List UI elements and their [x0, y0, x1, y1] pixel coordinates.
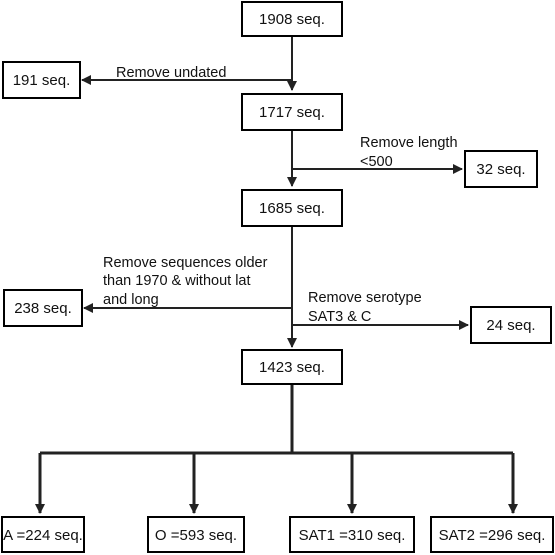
note-remove-length-line1: Remove length: [360, 135, 458, 151]
box-1908-label: 1908 seq.: [259, 11, 325, 28]
box-A-label: A =224 seq.: [3, 527, 83, 544]
box-24: 24 seq.: [470, 306, 552, 344]
box-1717-label: 1717 seq.: [259, 104, 325, 121]
note-remove-older-line1: Remove sequences older: [103, 255, 268, 271]
note-remove-older-line2: than 1970 & without lat: [103, 273, 251, 289]
box-O: O =593 seq.: [147, 516, 245, 553]
box-O-label: O =593 seq.: [155, 527, 237, 544]
box-1423-label: 1423 seq.: [259, 359, 325, 376]
box-1717: 1717 seq.: [241, 93, 343, 131]
box-SAT1: SAT1 =310 seq.: [289, 516, 415, 553]
note-remove-length-line2: <500: [360, 154, 393, 170]
box-191-label: 191 seq.: [13, 72, 71, 89]
box-1423: 1423 seq.: [241, 349, 343, 385]
box-238: 238 seq.: [3, 289, 83, 327]
connectors: [35, 36, 518, 514]
box-SAT2-label: SAT2 =296 seq.: [439, 527, 546, 544]
box-1908: 1908 seq.: [241, 1, 343, 37]
note-remove-serotype-line2: SAT3 & C: [308, 309, 371, 325]
box-24-label: 24 seq.: [486, 317, 535, 334]
note-remove-older-line3: and long: [103, 292, 159, 308]
box-238-label: 238 seq.: [14, 300, 72, 317]
box-1685-label: 1685 seq.: [259, 200, 325, 217]
note-remove-undated: Remove undated: [116, 65, 226, 81]
box-SAT1-label: SAT1 =310 seq.: [299, 527, 406, 544]
box-191: 191 seq.: [2, 61, 81, 99]
note-remove-serotype-line1: Remove serotype: [308, 290, 422, 306]
box-32: 32 seq.: [464, 150, 538, 188]
box-SAT2: SAT2 =296 seq.: [430, 516, 554, 553]
box-1685: 1685 seq.: [241, 189, 343, 227]
box-32-label: 32 seq.: [476, 161, 525, 178]
box-A: A =224 seq.: [1, 516, 85, 553]
